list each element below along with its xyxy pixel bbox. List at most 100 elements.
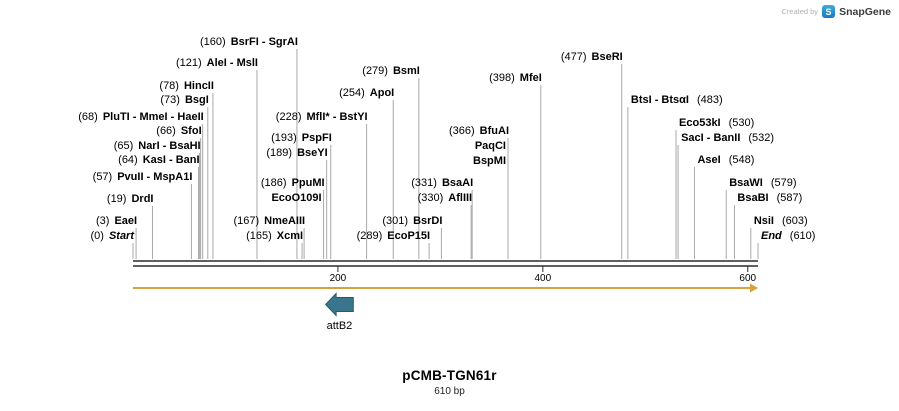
site-name: SfoI <box>180 125 202 137</box>
site-end[interactable]: End(610) <box>761 230 815 243</box>
site-position: (0) <box>90 230 104 242</box>
site-position: (579) <box>770 177 797 189</box>
site-name: PpuMI <box>291 177 325 189</box>
site-name: SacI - BanII <box>681 132 741 144</box>
site-bsaai[interactable]: (331)BsaAI <box>411 177 473 190</box>
site-name: HincII <box>183 80 214 92</box>
site-bsmi[interactable]: (279)BsmI <box>362 65 420 78</box>
site-name: BseYI <box>297 147 328 159</box>
site-name: Start <box>108 230 134 242</box>
site-name: BfuAI <box>479 125 509 137</box>
site-position: (57) <box>92 171 113 183</box>
site-position: (160) <box>200 36 226 48</box>
site-hincii[interactable]: (78) HincII <box>159 80 214 93</box>
site-name: BsgI <box>184 94 209 106</box>
site-start[interactable]: (0) Start <box>90 230 134 243</box>
site-name: PvuII - MspA1I <box>117 171 193 183</box>
site-xcmi[interactable]: (165) XcmI <box>246 230 303 243</box>
site-position: (186) <box>260 177 287 189</box>
site-bsgi[interactable]: (73) BsgI <box>160 94 208 107</box>
site-mfei[interactable]: (398)MfeI <box>489 72 542 85</box>
site-bseyi[interactable]: (189) BseYI <box>266 147 327 160</box>
site-bseri[interactable]: (477) BseRI <box>561 51 623 64</box>
ruler-label-600: 600 <box>739 273 757 284</box>
site-name: PluTI - MmeI - HaeII <box>102 111 204 123</box>
site-drdi[interactable]: (19)DrdI <box>107 193 154 206</box>
site-paqci[interactable]: PaqCI <box>474 140 506 152</box>
site-name: XcmI <box>276 230 304 242</box>
site-position: (68) <box>78 111 98 123</box>
site-bfuai[interactable]: (366)BfuAI <box>449 125 509 138</box>
site-ecoo109i[interactable]: EcoO109I <box>271 192 322 204</box>
site-eco53ki[interactable]: Eco53kI (530) <box>679 117 754 130</box>
site-name: AflIII <box>448 192 473 204</box>
site-position: (254) <box>339 87 365 99</box>
site-ppumi[interactable]: (186) PpuMI <box>261 177 325 190</box>
site-kasi-bani[interactable]: (64) KasI - BanI <box>118 154 199 167</box>
site-position: (78) <box>159 80 179 92</box>
site-position: (530) <box>728 117 755 129</box>
branding: Created by S SnapGene <box>781 5 891 18</box>
site-nsii[interactable]: NsiI(603) <box>754 215 808 228</box>
ruler-label-400: 400 <box>534 273 552 284</box>
map-length: 610 bp <box>434 386 465 397</box>
created-by-text: Created by <box>781 7 819 16</box>
site-name: BseRI <box>591 51 623 63</box>
site-name: BsaBI <box>737 192 769 204</box>
site-position: (193) <box>271 132 297 144</box>
site-position: (66) <box>156 125 176 137</box>
snapgene-logo-icon: S <box>822 5 836 18</box>
site-pvuii-mspa1i[interactable]: (57) PvuII - MspA1I <box>93 171 193 184</box>
backbone-arrowhead-icon <box>750 283 758 293</box>
snapgene-brand-name: SnapGene <box>839 5 891 18</box>
attb2-feature-arrow[interactable] <box>324 292 354 317</box>
site-name: MflI* - BstYI <box>306 111 368 123</box>
site-position: (477) <box>560 51 587 63</box>
site-btsi-bts-i[interactable]: BtsI - BtsαI(483) <box>631 94 723 107</box>
site-name: MfeI <box>519 72 542 84</box>
site-name: NsiI <box>753 215 774 227</box>
site-bspmi[interactable]: BspMI <box>473 155 506 167</box>
site-position: (289) <box>356 230 383 242</box>
site-pluti-mmei-haeii[interactable]: (68) PluTI - MmeI - HaeII <box>78 111 203 124</box>
site-bsrdi[interactable]: (301)BsrDI <box>382 215 442 228</box>
site-position: (587) <box>776 192 803 204</box>
site-mfli-bstyi[interactable]: (228) MflI* - BstYI <box>276 111 368 124</box>
site-name: KasI - BanI <box>142 154 200 166</box>
site-position: (330) <box>417 192 444 204</box>
site-bsrfi-sgrai[interactable]: (160) BsrFI - SgrAI <box>200 36 298 49</box>
site-name: Eco53kI <box>679 117 721 129</box>
site-position: (73) <box>160 94 180 106</box>
site-bsabi[interactable]: BsaBI (587) <box>737 192 802 205</box>
site-ecop15i[interactable]: (289) EcoP15I <box>357 230 431 243</box>
site-position: (228) <box>275 111 302 123</box>
site-eaei[interactable]: (3)EaeI <box>96 215 137 228</box>
site-nari-bsahi[interactable]: (65)NarI - BsaHI <box>114 140 201 153</box>
site-bsawi[interactable]: BsaWI(579) <box>729 177 796 190</box>
site-position: (165) <box>246 230 272 242</box>
site-name: NmeAIII <box>264 215 306 227</box>
site-position: (64) <box>118 154 138 166</box>
feature-label-attb2[interactable]: attB2 <box>326 320 353 332</box>
site-name: AleI - MslI <box>206 57 258 69</box>
site-nmeaiii[interactable]: (167)NmeAIII <box>233 215 305 228</box>
site-afliii[interactable]: (330) AflIII <box>418 192 473 205</box>
site-saci-banii[interactable]: SacI - BanII(532) <box>681 132 774 145</box>
site-pspfi[interactable]: (193) PspFI <box>271 132 332 145</box>
site-name: DrdI <box>131 193 154 205</box>
site-asei[interactable]: AseI(548) <box>697 154 754 167</box>
site-position: (331) <box>411 177 437 189</box>
site-position: (189) <box>266 147 293 159</box>
site-sfoi[interactable]: (66) SfoI <box>156 125 201 138</box>
site-name: BsrFI - SgrAI <box>230 36 298 48</box>
site-name: BtsI - BtsαI <box>630 94 689 106</box>
site-position: (301) <box>382 215 409 227</box>
site-name: EcoP15I <box>387 230 431 242</box>
site-position: (121) <box>175 57 202 69</box>
site-name: PspFI <box>301 132 332 144</box>
site-name: End <box>761 230 782 242</box>
map-title: pCMB-TGN61r <box>402 368 497 383</box>
site-apoi[interactable]: (254)ApoI <box>339 87 394 100</box>
site-alei-msli[interactable]: (121) AleI - MslI <box>176 57 258 70</box>
